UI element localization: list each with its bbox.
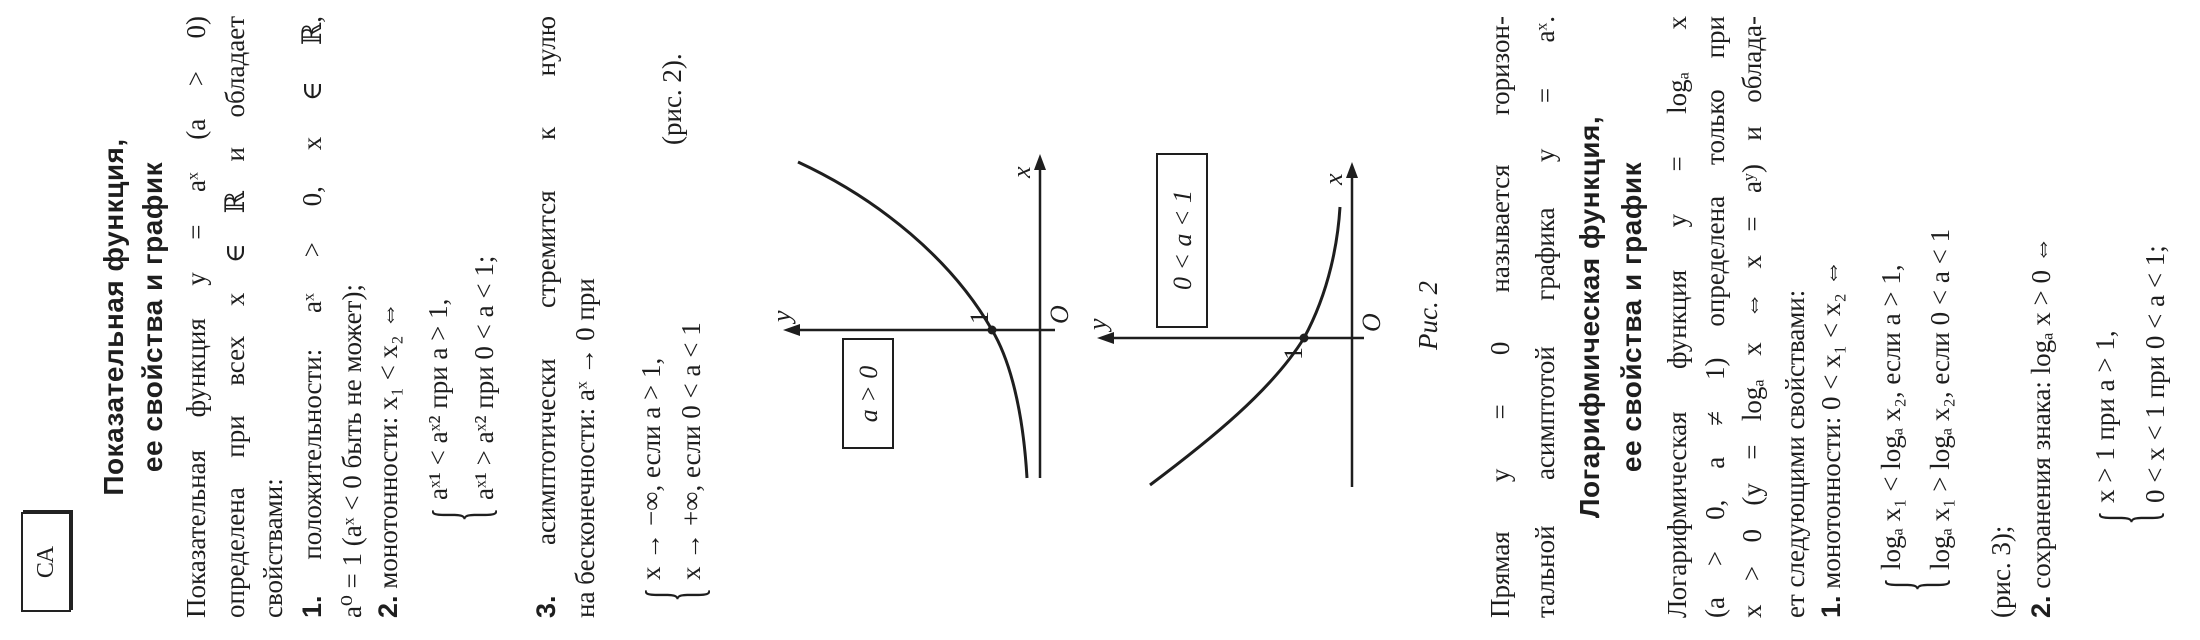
exp-monotonic-system: { aˣ¹ < aˣ² при a > 1, aˣ¹ > aˣ² при 0 <…	[418, 22, 508, 522]
log-paragraph-line3: x > 0 (y = logₐ x ⇔ x = aʸ) и облада-	[1737, 16, 1767, 618]
y-axis-arrow-icon	[783, 324, 800, 336]
exp-property-3-cont: на бесконечности: aˣ → 0 при	[570, 278, 600, 618]
brace-icon: {	[2085, 510, 2172, 525]
item-number: 1.	[1816, 595, 1846, 618]
system-row: logₐ x₁ < logₐ x₂, если a > 1,	[1876, 264, 1906, 570]
system-row: x → +∞, если 0 < a < 1	[676, 322, 706, 580]
log-title-line2: ее свойства и график	[1616, 161, 1647, 473]
condition-label: 0 < a < 1	[1168, 190, 1197, 290]
exp-paragraph-line1: Показательная функция y = aˣ (a > 0)	[181, 16, 211, 618]
asymptote-line1: Прямая y = 0 называется горизон-	[1485, 16, 1515, 618]
exp-paragraph-line2: определена при всех x ∈ ℝ и обладает	[220, 16, 250, 618]
log-title-line1: Логарифмическая функция,	[1574, 115, 1605, 519]
figure-reference: (рис. 3);	[1986, 525, 2016, 618]
log-property-1: 1. монотонности: 0 < x₁ < x₂ ⇔	[1811, 16, 1851, 619]
origin-label: O	[1357, 313, 1386, 332]
brace-icon: {	[418, 507, 505, 522]
exp-property-2: 2. монотонности: x₁ < x₂ ⇔	[368, 16, 408, 618]
graph-a-greater-1: y 1 O x a > 0	[767, 154, 1074, 479]
x-axis-label: x	[1007, 166, 1036, 179]
exp-property-1-cont: a⁰ = 1 (aˣ < 0 быть не может);	[337, 284, 367, 618]
y-axis-label: y	[1083, 318, 1112, 333]
exp-property-1: 1. положительности: aˣ > 0, x ∈ ℝ,	[292, 16, 332, 618]
log-sign-system: { x > 1 при a > 1, 0 < x < 1 при 0 < a <…	[2085, 25, 2175, 525]
x-axis-arrow-icon	[1346, 162, 1358, 178]
item-text: монотонности: x₁ < x₂ ⇔	[373, 301, 403, 596]
point-0-1	[987, 325, 997, 335]
system-row: x → −∞, если a > 1,	[636, 357, 666, 580]
exp-asymptote-system: { x → −∞, если a > 1, x → +∞, если 0 < a…	[631, 182, 721, 602]
section-label: СА	[21, 512, 71, 612]
log-paragraph-line4: ет следующими свойствами:	[1780, 289, 1810, 618]
y-axis-label: y	[767, 310, 796, 325]
item-number: 2.	[2026, 595, 2056, 618]
item-text: асимптотически стремится к нулю	[531, 16, 561, 596]
log-paragraph-line1: Логарифмическая функция y = logₐ x	[1662, 16, 1692, 618]
item-number: 1.	[297, 595, 327, 618]
item-number: 3.	[531, 595, 561, 618]
system-row: logₐ x₁ > logₐ x₂, если 0 < a < 1	[1925, 228, 1955, 570]
system-row: aˣ¹ > aˣ² при 0 < a < 1;	[469, 255, 499, 500]
one-label: 1	[965, 311, 994, 324]
graph-a-between-0-1: y 1 O x 0 < a < 1	[1083, 153, 1386, 487]
x-axis-arrow-icon	[1034, 154, 1046, 170]
exp-property-3: 3. асимптотически стремится к нулю	[526, 16, 566, 618]
origin-label: O	[1045, 305, 1074, 324]
brace-icon: {	[631, 587, 718, 602]
brace-icon: {	[1871, 577, 1958, 592]
item-text: монотонности: 0 < x₁ < x₂ ⇔	[1816, 259, 1846, 596]
one-label: 1	[1279, 347, 1308, 360]
exponential-curve	[1149, 206, 1342, 487]
item-text: положительности: aˣ > 0, x ∈ ℝ,	[297, 16, 327, 596]
exp-paragraph-line3: свойствами:	[258, 478, 288, 618]
system-row: x > 1 при a > 1,	[2090, 330, 2120, 503]
figure-caption: Рис. 2	[1413, 281, 1443, 350]
y-axis-arrow-icon	[1097, 332, 1114, 344]
exponential-curve	[797, 160, 1029, 479]
log-property-2: 2. сохранения знака: logₐ x > 0 ⇔	[2021, 16, 2061, 618]
point-0-1	[1299, 333, 1309, 343]
condition-label: a > 0	[854, 366, 883, 423]
condition-box	[842, 338, 894, 449]
item-text: сохранения знака: logₐ x > 0 ⇔	[2026, 236, 2056, 596]
x-axis-label: x	[1319, 173, 1348, 186]
log-paragraph-line2: (a > 0, a ≠ 1) определена только при	[1700, 16, 1730, 618]
condition-box	[1156, 153, 1208, 328]
asymptote-line2: тальной асимптотой графика y = aˣ.	[1530, 16, 1560, 618]
figure-reference: (рис. 2).	[657, 53, 687, 145]
exp-title-line1: Показательная функция,	[98, 138, 129, 496]
exp-title-line2: ее свойства и график	[137, 161, 168, 473]
log-monotonic-system: { logₐ x₁ < logₐ x₂, если a > 1, logₐ x₁…	[1871, 12, 1961, 592]
figure-2: y 1 O x a > 0 y 1 O x 0 < a < 1	[767, 153, 1386, 487]
system-row: 0 < x < 1 при 0 < a < 1;	[2140, 245, 2170, 503]
system-row: aˣ¹ < aˣ² при a > 1,	[423, 298, 453, 500]
item-number: 2.	[373, 595, 403, 618]
